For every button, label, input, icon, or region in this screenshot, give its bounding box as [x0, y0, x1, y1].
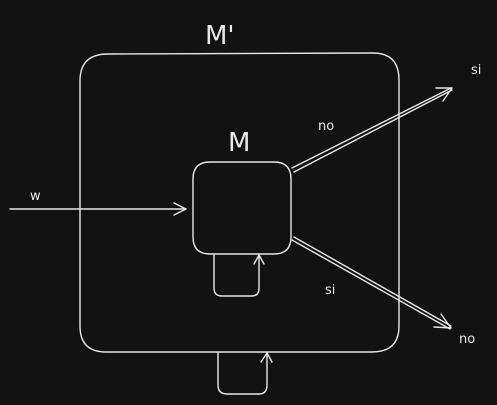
- lower-output-arrow: [291, 236, 452, 330]
- outer-machine-box: [79, 52, 400, 353]
- upper-edge-label: no: [318, 119, 334, 134]
- outer-loop-arrow: [217, 352, 273, 395]
- outer-machine-label: M': [205, 21, 235, 51]
- lower-edge-label: si: [325, 283, 335, 298]
- input-arrow: [9, 202, 187, 216]
- inner-machine-box: [192, 161, 292, 255]
- upper-output-label: si: [471, 63, 481, 78]
- inner-machine-label: M: [228, 128, 250, 158]
- upper-output-arrow: [291, 87, 453, 173]
- lower-output-label: no: [459, 332, 475, 347]
- inner-loop-arrow: [213, 254, 265, 297]
- input-label: w: [30, 189, 41, 204]
